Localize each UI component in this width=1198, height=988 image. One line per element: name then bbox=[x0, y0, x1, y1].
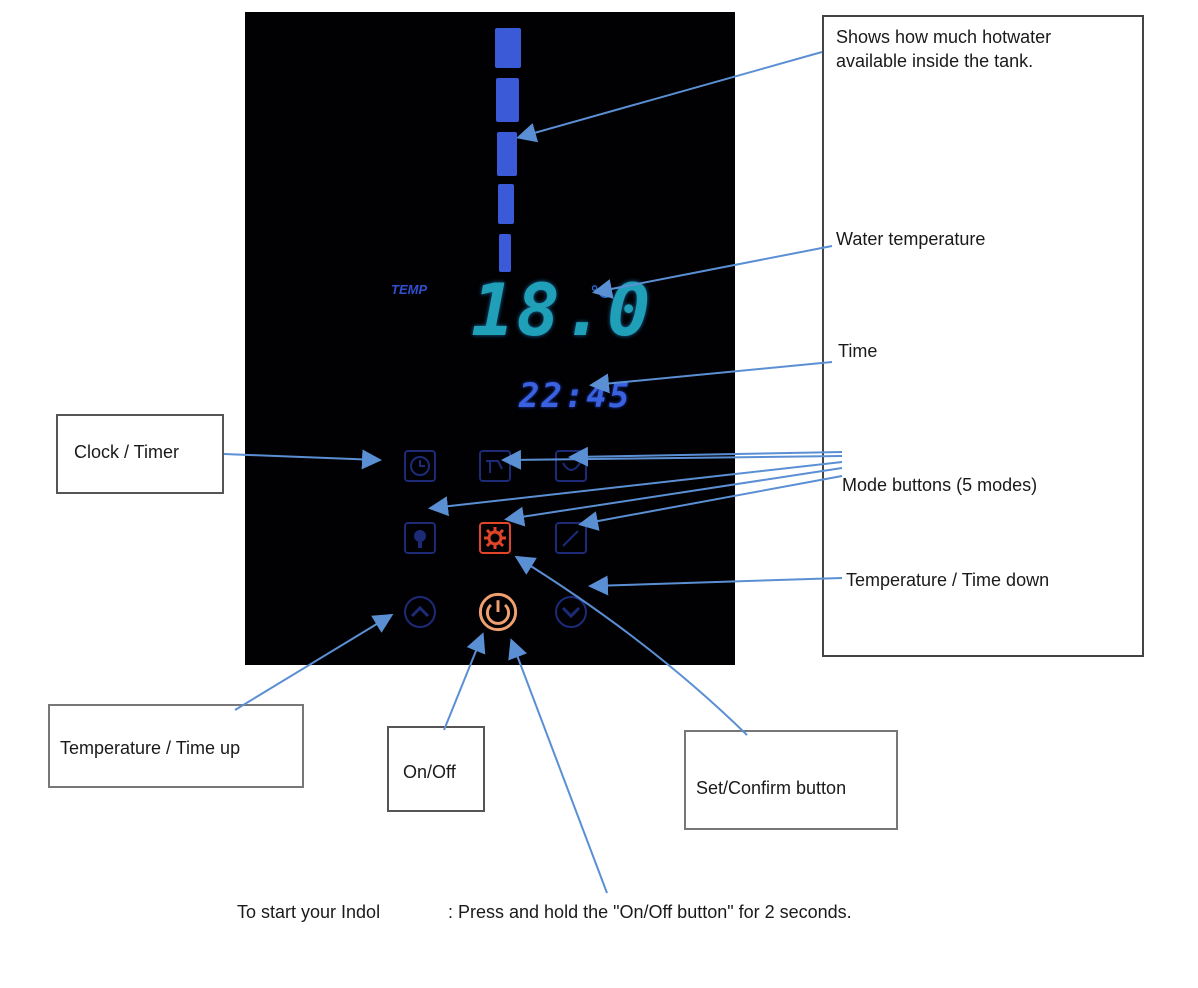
temp-label: TEMP bbox=[391, 282, 428, 297]
temp-time-down-button[interactable] bbox=[554, 595, 588, 629]
set-confirm-button[interactable] bbox=[478, 521, 512, 555]
wand-icon bbox=[555, 522, 587, 554]
temperature-readout: 18.0 bbox=[471, 268, 653, 352]
on-off-button[interactable] bbox=[478, 592, 518, 632]
on-off-callout: On/Off bbox=[387, 726, 485, 812]
arrow-mode-1 bbox=[568, 446, 843, 467]
arrow-on-off bbox=[443, 632, 486, 731]
arrow-mode-5 bbox=[578, 475, 843, 531]
chevron-up-icon bbox=[404, 596, 436, 628]
water-temperature-annotation: Water temperature bbox=[836, 229, 986, 249]
water-level-bar bbox=[497, 132, 517, 176]
clock-icon bbox=[404, 450, 436, 482]
arrow-temp-down bbox=[588, 575, 843, 596]
set-confirm-label: Set/Confirm button bbox=[696, 778, 847, 798]
arrow-instruction bbox=[508, 638, 608, 894]
on-off-label: On/Off bbox=[403, 762, 456, 782]
temp-time-up-button[interactable] bbox=[403, 595, 437, 629]
instruction-prefix: To start your Indol bbox=[237, 902, 381, 922]
clock-timer-button[interactable] bbox=[403, 449, 437, 483]
arrow-temp-up bbox=[234, 613, 394, 711]
chevron-down-icon bbox=[555, 596, 587, 628]
right-annotation-box: Shows how much hotwater available inside… bbox=[822, 15, 1144, 657]
mode-button-bulb[interactable] bbox=[403, 521, 437, 555]
arrow-time bbox=[589, 361, 833, 394]
arrow-water-temperature bbox=[592, 245, 833, 299]
water-level-bar bbox=[499, 234, 511, 272]
arrow-clock-timer bbox=[223, 449, 382, 470]
arrow-mode-4 bbox=[504, 467, 843, 527]
set-confirm-callout: Set/Confirm button bbox=[684, 730, 898, 830]
temp-time-down-annotation: Temperature / Time down bbox=[846, 570, 1050, 590]
gear-icon bbox=[479, 522, 511, 554]
mode-button-wand[interactable] bbox=[554, 521, 588, 555]
arrow-mode-2 bbox=[501, 449, 843, 470]
mode-buttons-annotation: Mode buttons (5 modes) bbox=[842, 475, 1038, 495]
control-panel: TEMP 18.0 °C 22:45 bbox=[245, 12, 735, 665]
time-annotation: Time bbox=[838, 341, 878, 361]
clock-timer-callout: Clock / Timer bbox=[56, 414, 224, 494]
arrow-set-confirm bbox=[514, 555, 748, 736]
hot-water-annotation: Shows how much hotwater available inside… bbox=[836, 27, 1052, 71]
arrow-mode-3 bbox=[428, 461, 843, 517]
clock-timer-label: Clock / Timer bbox=[74, 442, 180, 462]
instruction-suffix: : Press and hold the "On/Off button" for… bbox=[448, 902, 852, 922]
arrow-hot-water bbox=[516, 51, 823, 143]
water-level-bar bbox=[495, 28, 521, 68]
power-icon bbox=[478, 592, 518, 632]
water-level-bar bbox=[498, 184, 514, 224]
temp-time-up-callout: Temperature / Time up bbox=[48, 704, 304, 788]
water-level-bar bbox=[496, 78, 519, 122]
temp-time-up-label: Temperature / Time up bbox=[60, 738, 241, 758]
bulb-icon bbox=[404, 522, 436, 554]
